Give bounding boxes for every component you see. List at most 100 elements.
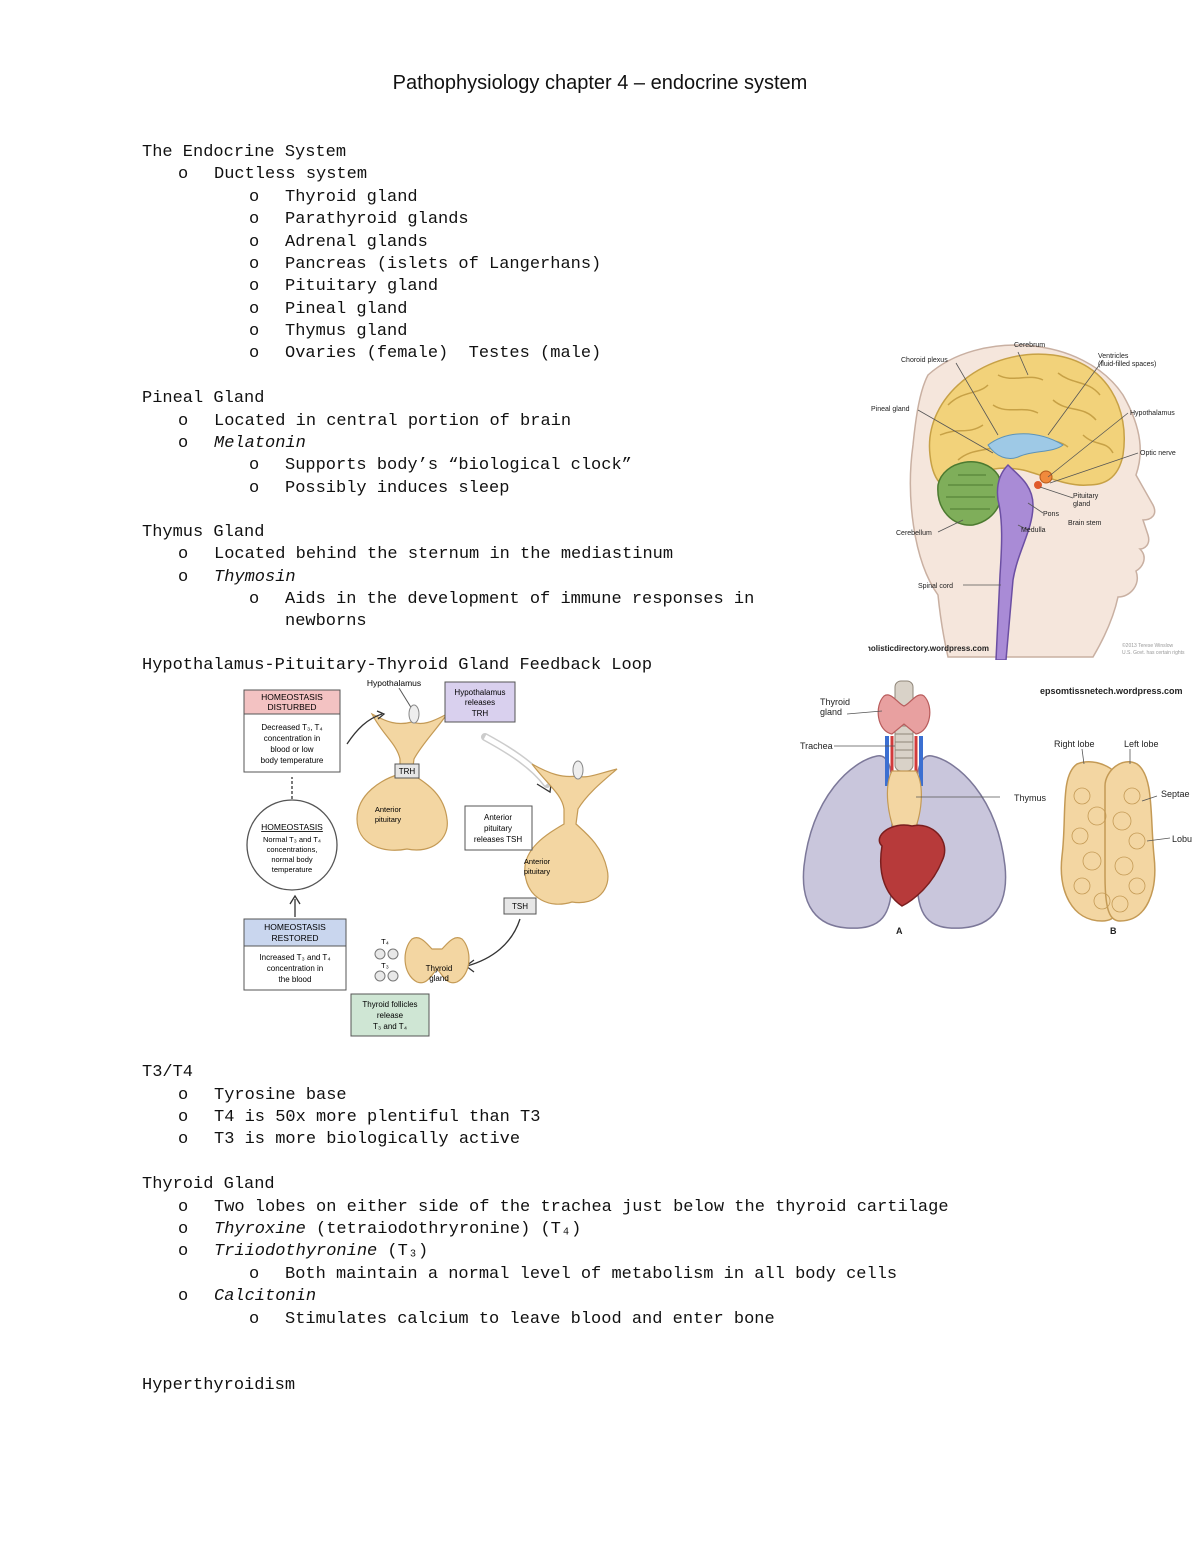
homeostasis-3: concentrations,	[267, 845, 318, 854]
left-pituitary-shape	[356, 712, 448, 851]
ant-pit-right-2: pituitary	[524, 867, 551, 876]
label-b: B	[1110, 926, 1117, 936]
follicles-2: release	[377, 1011, 404, 1020]
follicles-1: Thyroid follicles	[362, 1000, 417, 1009]
homeostasis-1: HOMEOSTASIS	[261, 822, 323, 832]
restored-text-3: the blood	[279, 975, 312, 984]
label-a: A	[896, 926, 903, 936]
cerebellum-shape	[937, 461, 1003, 526]
arrow-disturbed-to-hypothalamus	[346, 713, 383, 745]
label-spinal-cord: Spinal cord	[918, 583, 953, 590]
disturbed-text-4: body temperature	[261, 756, 324, 765]
label-optic-nerve: Optic nerve	[1140, 450, 1176, 457]
hypothalamus-release-box	[444, 681, 516, 723]
label-cerebrum: Cerebrum	[1014, 342, 1045, 349]
label-ventricles: Ventricles	[1098, 353, 1129, 360]
section-heading-endocrine: The Endocrine System	[142, 143, 347, 162]
label-lobule: Lobule	[1172, 834, 1192, 844]
ant-pit-left-2: pituitary	[375, 815, 402, 824]
thyroid-label-2: gland	[429, 974, 449, 983]
restored-text-1: Increased T₃ and T₄	[259, 953, 330, 962]
label-ventricles-sub: (fluid-filled spaces)	[1098, 361, 1156, 368]
brain-copyright-sub: U.S. Govt. has certain rights	[1122, 650, 1185, 656]
ant-pit-right-1: Anterior	[524, 857, 551, 866]
brainstem-shape	[995, 463, 1034, 660]
right-lung-shape	[802, 755, 893, 929]
section-heading-t3t4: T3/T4	[142, 1063, 194, 1082]
disturbed-title-2: DISTURBED	[267, 702, 316, 712]
tsh-release-3: releases TSH	[474, 835, 523, 844]
label-thymus: Thymus	[1014, 793, 1047, 803]
label-thyroid-gland: Thyroid	[820, 697, 850, 707]
t4-label: T₄	[381, 937, 389, 946]
thyroid-gland-shape	[404, 937, 470, 984]
hypo-release-3: TRH	[472, 709, 489, 718]
section-heading-hyperthyroidism: Hyperthyroidism	[142, 1376, 296, 1395]
label-thyroid-gland-sub: gland	[820, 707, 842, 717]
section-heading-thymus: Thymus Gland	[142, 523, 265, 542]
disturbed-title-box	[243, 689, 341, 715]
section-heading-pineal: Pineal Gland	[142, 389, 265, 408]
left-lobe-shape	[1104, 761, 1156, 922]
label-septae: Septae	[1161, 789, 1190, 799]
restored-title-1: HOMEOSTASIS	[264, 922, 326, 932]
follicles-box	[350, 993, 430, 1037]
feedback-loop-diagram: HOMEOSTASIS DISTURBED Decreased T₃, T₄ c…	[243, 678, 618, 1037]
restored-text-2: concentration in	[267, 964, 323, 973]
label-choroid-plexus: Choroid plexus	[901, 357, 948, 364]
homeostasis-4: normal body	[271, 855, 313, 864]
tsh-tag: TSH	[512, 902, 528, 911]
hypo-release-2: releases	[465, 698, 495, 707]
brain-anatomy-figure: Cerebrum Choroid plexus Ventricles (flui…	[868, 342, 1185, 660]
list-item-continuation: newborns	[285, 612, 367, 631]
right-pituitary-shape	[524, 763, 618, 905]
page-title: Pathophysiology chapter 4 – endocrine sy…	[392, 72, 808, 94]
label-right-lobe: Right lobe	[1054, 739, 1095, 749]
t3-label: T₃	[381, 961, 389, 970]
restored-title-2: RESTORED	[271, 933, 318, 943]
heart-shape	[878, 824, 946, 907]
restored-title-box	[243, 918, 347, 947]
label-pons: Pons	[1043, 511, 1059, 518]
brain-source-credit: theholisticdirectory.wordpress.com	[868, 644, 989, 653]
thyroid-label-1: Thyroid	[426, 964, 453, 973]
trh-tag: TRH	[399, 767, 416, 776]
thyroid-thymus-figure: Thyroid gland Trachea Thymus Right lobe …	[800, 680, 1192, 936]
hypo-release-1: Hypothalamus	[454, 688, 505, 697]
label-hypothalamus: Hypothalamus	[1130, 410, 1175, 417]
homeostasis-2: Normal T₃ and T₄	[263, 835, 321, 844]
tsh-release-2: pituitary	[484, 824, 512, 833]
disturbed-text-2: concentration in	[264, 734, 320, 743]
homeostasis-5: temperature	[272, 865, 312, 874]
tsh-release-1: Anterior	[484, 813, 512, 822]
homeostasis-circle	[246, 799, 338, 891]
tsh-release-box	[464, 805, 533, 851]
label-trachea: Trachea	[800, 741, 833, 751]
brain-copyright: ©2013 Terese Winslow	[1122, 642, 1174, 649]
label-hypothalamus-top: Hypothalamus	[367, 678, 421, 688]
thyroid-shape	[877, 694, 931, 735]
label-cerebellum: Cerebellum	[896, 530, 932, 537]
label-pineal-gland: Pineal gland	[871, 406, 910, 413]
